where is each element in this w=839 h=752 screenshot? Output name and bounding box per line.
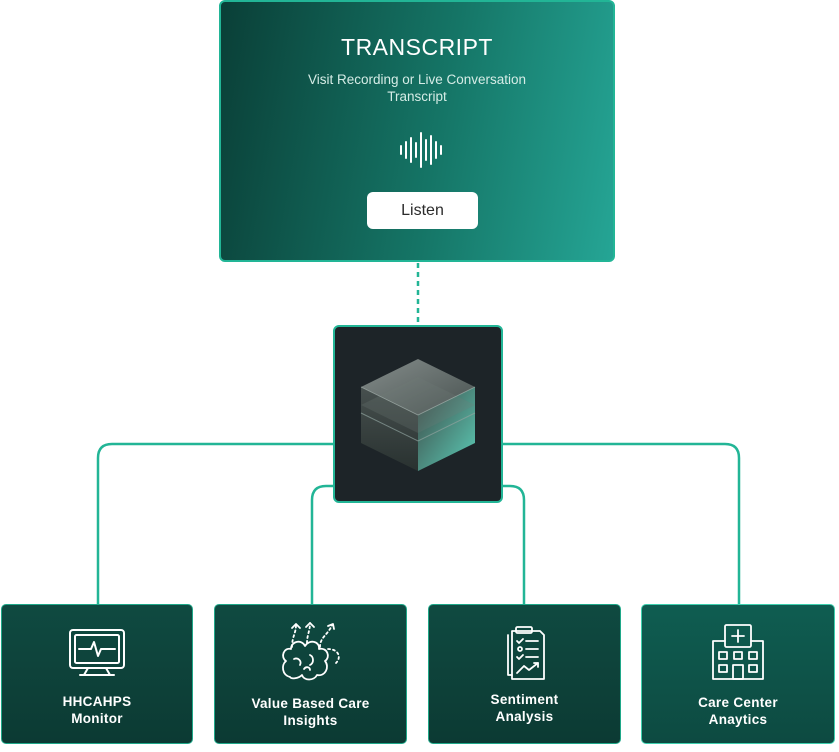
transcript-card: TRANSCRIPT Visit Recording or Live Conve… (219, 0, 615, 262)
transcript-title: TRANSCRIPT (341, 34, 493, 60)
connector-care-center (503, 442, 741, 604)
monitor-heartbeat-icon (69, 629, 125, 676)
connector-value-based (310, 484, 333, 604)
output-label-value-based-care: Value Based Care Insights (251, 696, 370, 728)
output-card-hhcahps: HHCAHPS Monitor (1, 604, 193, 744)
output-label-hhcahps: HHCAHPS Monitor (62, 694, 132, 726)
listen-button[interactable]: Listen (367, 192, 478, 229)
connector-hhcahps (96, 442, 333, 604)
hospital-icon (712, 624, 764, 680)
output-label-sentiment: Sentiment Analysis (490, 692, 559, 724)
connector-sentiment (503, 484, 526, 604)
report-checklist-icon (506, 626, 545, 680)
layered-cube-icon (360, 359, 476, 471)
sound-wave-icon (400, 132, 442, 168)
transcript-subtitle: Visit Recording or Live Conversation Tra… (307, 72, 527, 104)
output-card-value-based-care: Value Based Care Insights (214, 604, 407, 744)
processing-hub (333, 325, 503, 503)
brain-growth-icon (281, 622, 340, 681)
output-label-care-center: Care Center Anaytics (698, 695, 778, 727)
output-card-care-center: Care Center Anaytics (641, 604, 835, 744)
output-card-sentiment: Sentiment Analysis (428, 604, 621, 744)
